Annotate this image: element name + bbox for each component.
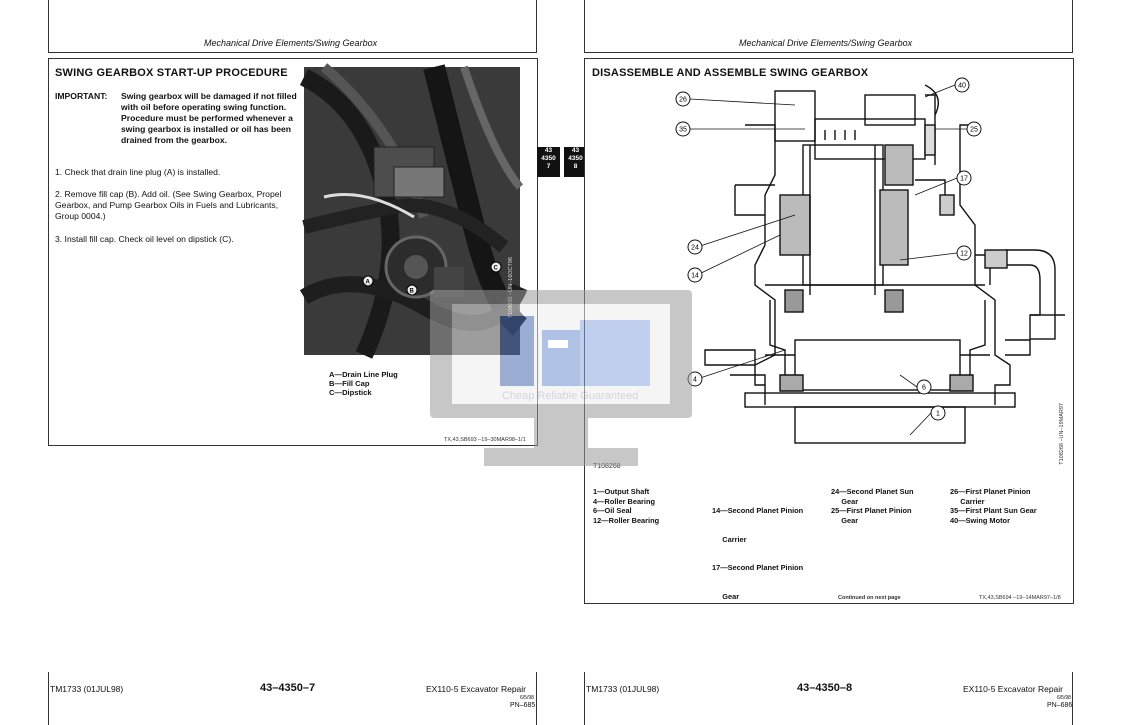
legend-column-2: 14—Second Planet Pinion Carrier 17—Secon… — [712, 487, 803, 620]
callout-4: 4 — [693, 377, 697, 384]
content-box: DISASSEMBLE AND ASSEMBLE SWING GEARBOX — [584, 58, 1074, 604]
legend-b: B—Fill Cap — [329, 379, 370, 388]
crop-line — [1072, 0, 1073, 52]
footer-page-number: 43–4350–8 — [797, 682, 853, 694]
section-tab-right: 43 4350 8 — [564, 147, 587, 177]
footer-manual: TM1733 (01JUL98) — [50, 684, 124, 694]
watermark: Cheap Reliable Guaranteed — [430, 290, 692, 466]
gearbox-cross-section-drawing: 26 35 40 25 17 24 14 12 4 6 1 — [675, 77, 1065, 444]
important-note: IMPORTANT: Swing gearbox will be damaged… — [55, 91, 305, 157]
section-title: DISASSEMBLE AND ASSEMBLE SWING GEARBOX — [592, 67, 869, 79]
callout-40: 40 — [958, 83, 966, 90]
reference-code: TX,43,SB693 –19–30MAR98–1/1 — [444, 437, 526, 443]
photo-legend: A—Drain Line Plug B—Fill Cap C—Dipstick — [329, 370, 398, 397]
callout-1: 1 — [936, 411, 940, 418]
tab-page: 7 — [546, 163, 551, 170]
legend-item: 24—Second Planet Sun — [831, 487, 914, 496]
legend-item: 26—First Planet Pinion — [950, 487, 1031, 496]
legend-item: 12—Roller Bearing — [593, 515, 660, 525]
crop-line — [584, 0, 585, 52]
legend-a: A—Drain Line Plug — [329, 370, 398, 379]
legend-item: 35—First Plant Sun Gear — [950, 506, 1037, 515]
crop-line — [584, 672, 585, 725]
step-2: 2. Remove fill cap (B). Add oil. (See Sw… — [55, 189, 282, 221]
crop-line — [48, 672, 49, 725]
callout-26: 26 — [679, 97, 687, 104]
watermark-text: Cheap Reliable Guaranteed — [502, 390, 639, 402]
right-page: 43 4350 8 Mechanical Drive Elements/Swin… — [560, 0, 1123, 725]
footer-date: 6/5/98 — [1057, 695, 1071, 701]
legend-item: 40—Swing Motor — [950, 515, 1010, 525]
callout-12: 12 — [960, 251, 968, 258]
footer-title: EX110-5 Excavator Repair — [426, 684, 527, 694]
crop-line — [48, 0, 49, 52]
tab-section: 4350 — [541, 155, 556, 162]
important-label: IMPORTANT: — [55, 91, 108, 101]
callout-35: 35 — [679, 127, 687, 134]
header-rule — [584, 52, 1073, 53]
callout-25: 25 — [970, 127, 978, 134]
page-header: Mechanical Drive Elements/Swing Gearbox — [739, 38, 913, 48]
tab-group: 43 — [544, 147, 553, 154]
important-text: Swing gearbox will be damaged if not fil… — [121, 91, 297, 145]
monitor-logo-icon — [430, 290, 692, 466]
legend-column-1: 1—Output Shaft 4—Roller Bearing 6—Oil Se… — [593, 487, 659, 525]
reference-code: TX,43,SB694 –19–14MAR97–1/8 — [979, 595, 1061, 601]
legend-item: Carrier — [712, 534, 747, 544]
footer-date: 6/5/98 — [520, 695, 534, 701]
step-3: 3. Install fill cap. Check oil level on … — [55, 234, 234, 244]
legend-item: Gear — [712, 591, 740, 601]
footer-pn: PN–685 — [510, 702, 536, 709]
page-header: Mechanical Drive Elements/Swing Gearbox — [204, 38, 378, 48]
step-1: 1. Check that drain line plug (A) is ins… — [55, 167, 221, 177]
tab-page: 8 — [573, 163, 578, 170]
legend-item: 25—First Planet Pinion — [831, 506, 912, 515]
legend-item: 1—Output Shaft — [593, 487, 650, 496]
legend-column-3: 24—Second Planet Sun Gear 25—First Plane… — [831, 487, 914, 525]
legend-item: 17—Second Planet Pinion — [712, 563, 804, 572]
callout-17: 17 — [960, 176, 968, 183]
photo-callout-c: C — [494, 266, 499, 272]
photo-callout-b: B — [410, 289, 415, 295]
crop-line — [536, 672, 537, 725]
tab-group: 43 — [571, 147, 580, 154]
legend-item: 6—Oil Seal — [593, 506, 632, 515]
header-rule — [48, 52, 537, 53]
legend-column-4: 26—First Planet Pinion Carrier 35—First … — [950, 487, 1037, 525]
crop-line — [536, 0, 537, 52]
legend-item: 14—Second Planet Pinion — [712, 506, 804, 515]
crop-line — [1072, 672, 1073, 725]
continued-note: Continued on next page — [838, 595, 901, 601]
tab-section: 4350 — [568, 155, 583, 162]
footer-title: EX110-5 Excavator Repair — [963, 684, 1064, 694]
legend-item: Gear — [831, 496, 859, 506]
legend-item: Gear — [831, 515, 859, 525]
legend-item: Carrier — [950, 496, 985, 506]
legend-item: 4—Roller Bearing — [593, 496, 656, 506]
callout-6: 6 — [922, 385, 926, 392]
footer-manual: TM1733 (01JUL98) — [586, 684, 660, 694]
figure-id-vertical: T108268 –UN–19MAR97 — [1059, 403, 1065, 465]
section-tab-left: 43 4350 7 — [537, 147, 560, 177]
photo-callout-a: A — [366, 280, 371, 286]
footer-pn: PN–686 — [1047, 702, 1073, 709]
legend-c: C—Dipstick — [329, 388, 372, 397]
figure-id: T108268 — [593, 463, 621, 470]
callout-14: 14 — [691, 273, 699, 280]
section-title: SWING GEARBOX START-UP PROCEDURE — [55, 67, 288, 79]
callout-24: 24 — [691, 245, 699, 252]
footer-page-number: 43–4350–7 — [260, 682, 316, 694]
